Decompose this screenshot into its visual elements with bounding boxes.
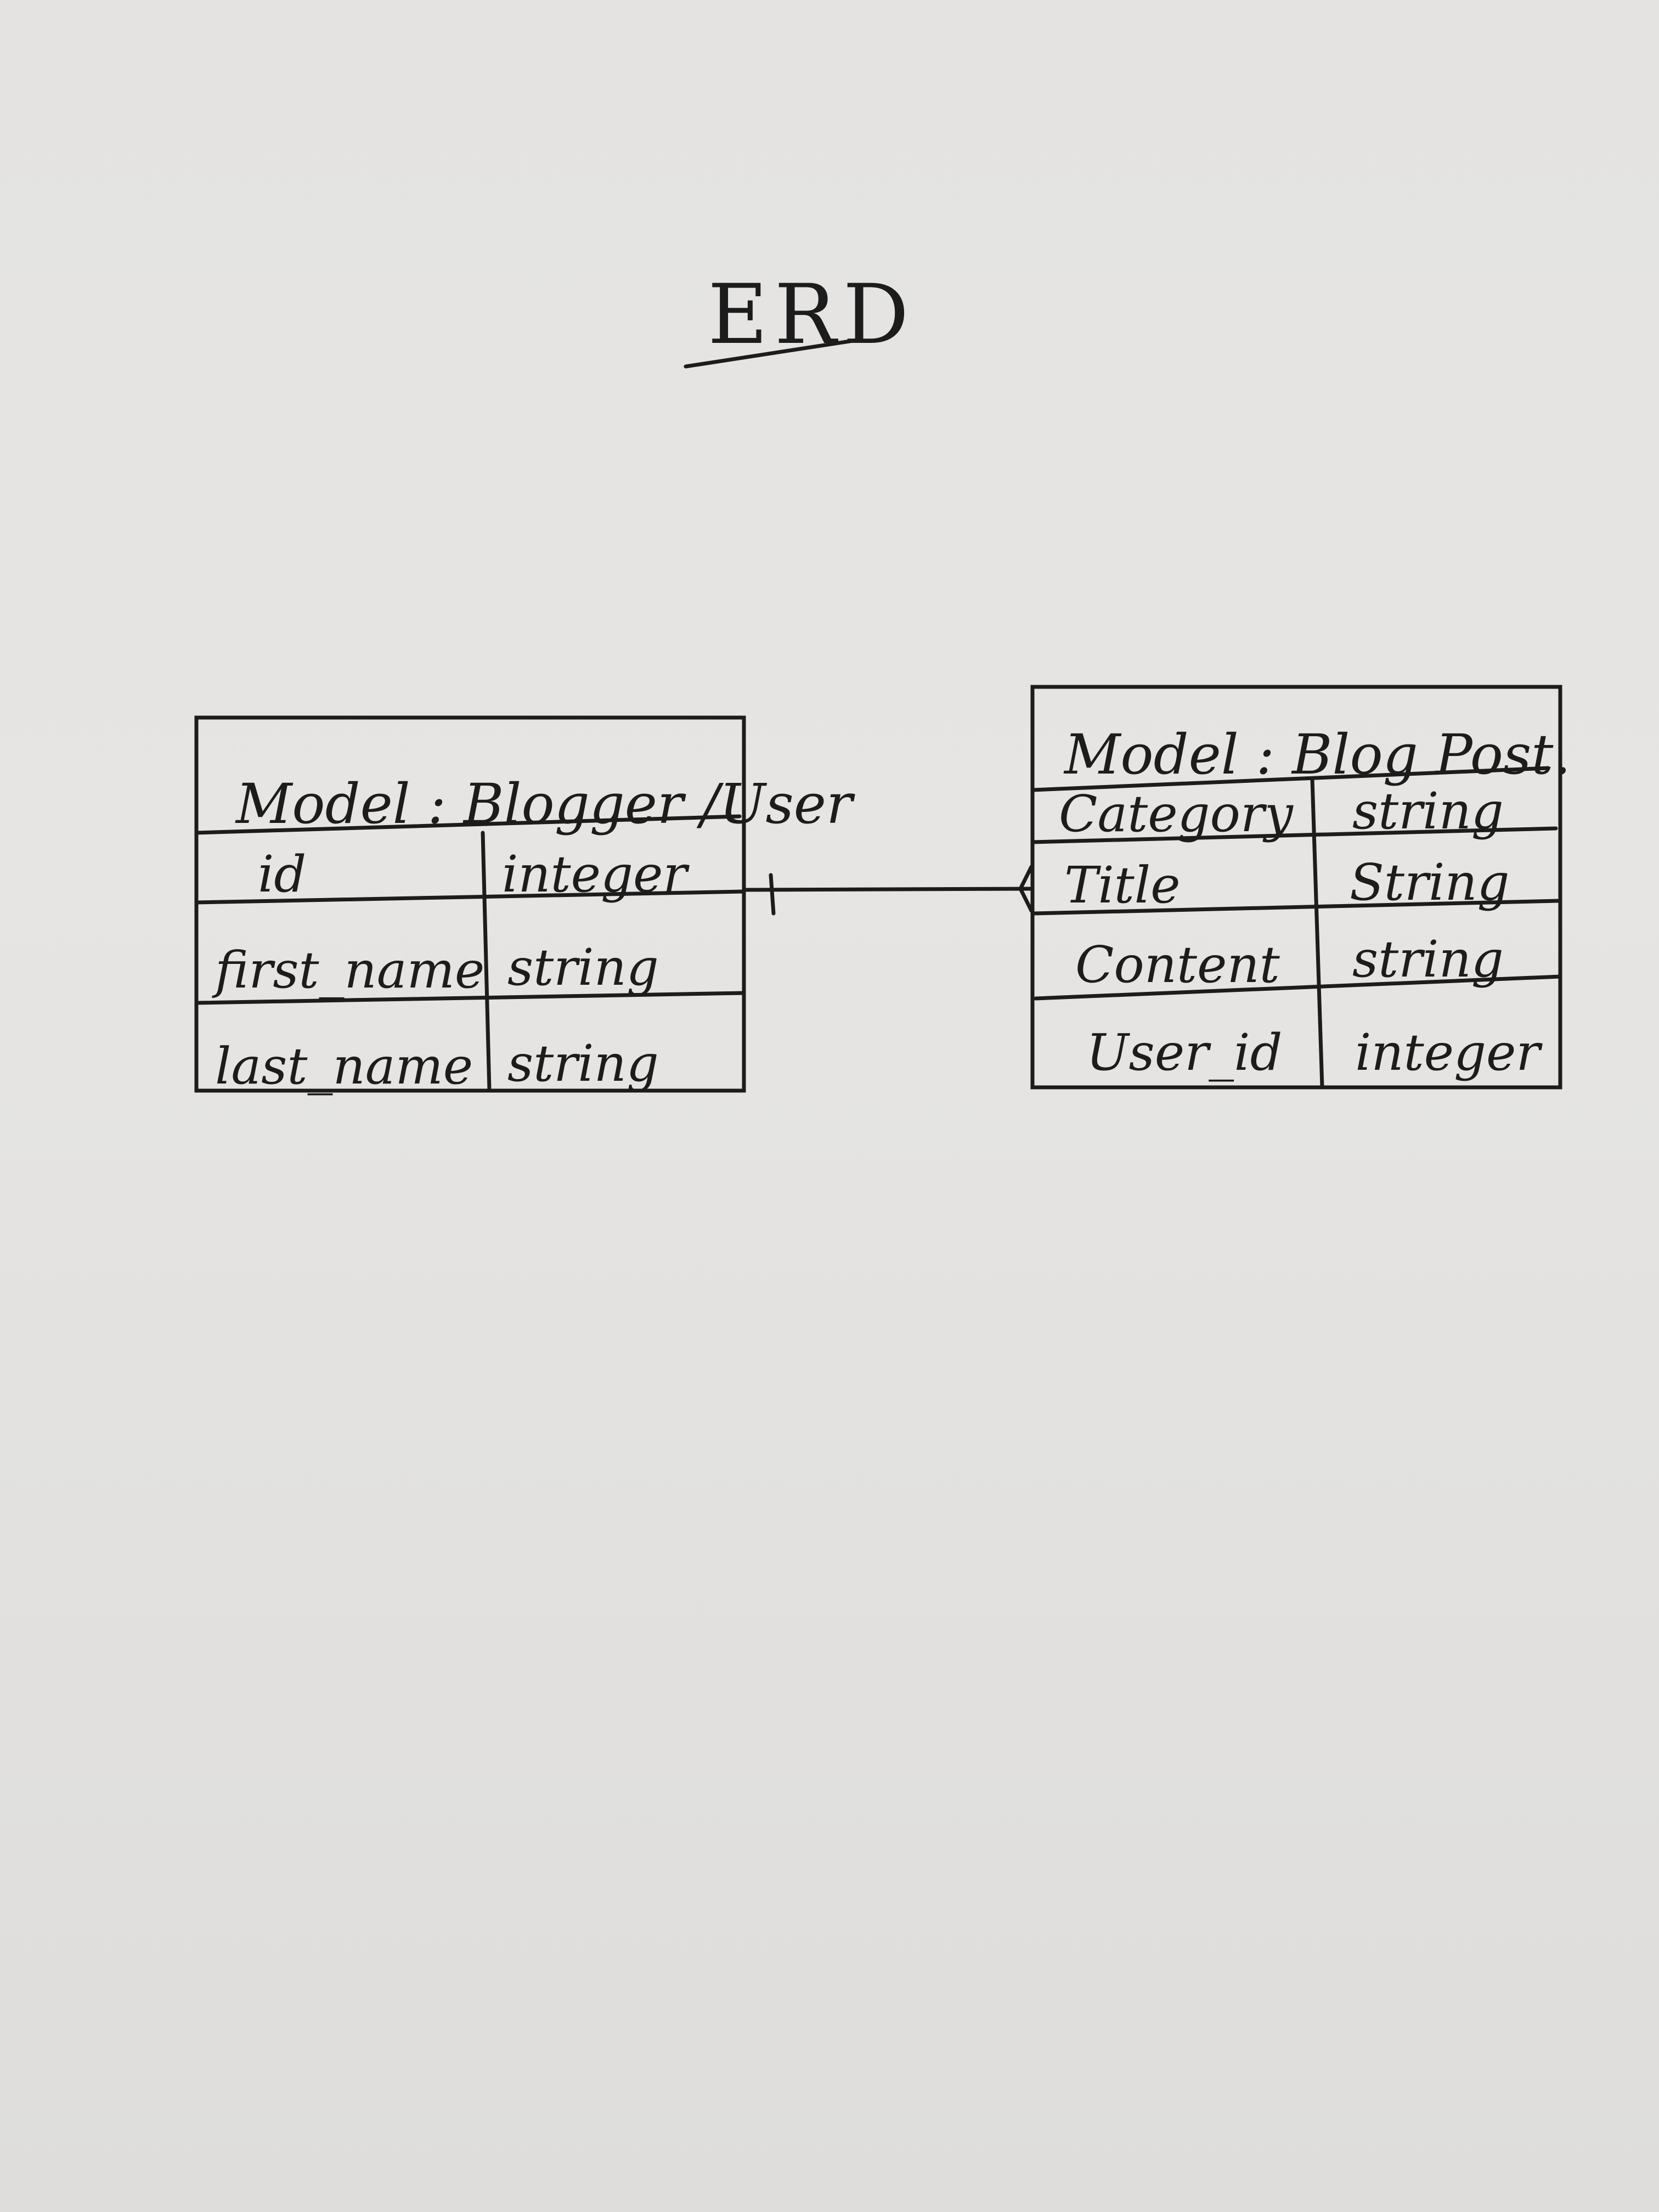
field-type: String (1350, 853, 1510, 912)
entity-blog-post: Model : Blog Post. Category string Title… (1030, 685, 1571, 1090)
entity-blogger-user: Model : Blogger /User id integer first_n… (194, 715, 855, 1096)
one-cardinality-mark (769, 873, 776, 916)
field-name: id (258, 845, 306, 904)
relationship-line (743, 887, 1034, 892)
row-divider (1034, 974, 1562, 1001)
column-divider (481, 831, 492, 1093)
field-type: integer (1355, 1023, 1543, 1082)
field-type: string (507, 938, 659, 997)
row-divider (1031, 899, 1560, 916)
row-divider (194, 889, 746, 905)
field-name: last_name (215, 1037, 473, 1096)
many-cardinality-mark (1018, 865, 1034, 913)
header-divider (194, 814, 742, 835)
field-name: Category (1059, 785, 1294, 843)
field-type: string (1352, 930, 1504, 989)
field-type: string (507, 1034, 659, 1093)
entity-title: Model : Blog Post. (1063, 723, 1571, 787)
field-type: integer (502, 845, 690, 904)
row-divider (195, 991, 746, 1005)
field-name: User_id (1086, 1023, 1283, 1082)
title-underline (684, 338, 859, 369)
field-name: first_name (212, 941, 484, 1000)
entity-box (1030, 685, 1562, 1090)
relationship-connector (743, 865, 1034, 916)
header-divider (1030, 766, 1550, 792)
field-name: Title (1064, 856, 1181, 915)
entity-title: Model : Blogger /User (235, 772, 855, 836)
row-divider (1030, 826, 1558, 844)
field-type: string (1352, 782, 1504, 840)
field-name: Content (1075, 935, 1280, 994)
column-divider (1310, 777, 1324, 1090)
